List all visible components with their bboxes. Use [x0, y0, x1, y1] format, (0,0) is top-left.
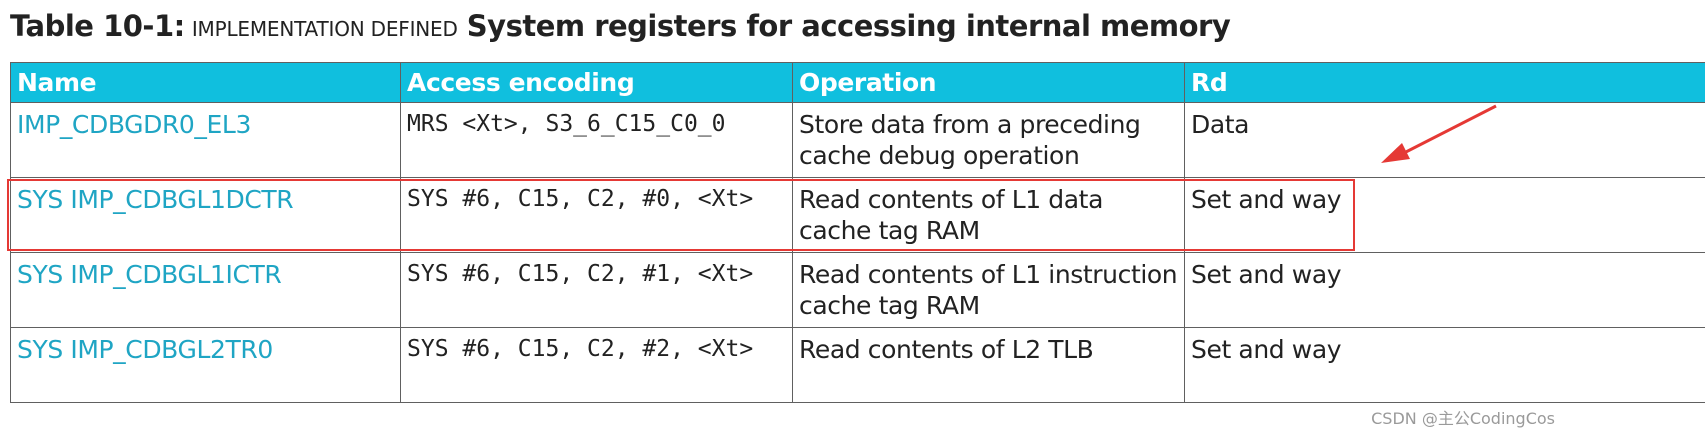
table-header-row: Name Access encoding Operation Rd: [10, 62, 1705, 103]
register-name-link[interactable]: SYS IMP_CDBGL1DCTR: [10, 177, 401, 253]
table-row: IMP_CDBGDR0_EL3 MRS <Xt>, S3_6_C15_C0_0 …: [10, 102, 1705, 178]
register-name-link[interactable]: SYS IMP_CDBGL2TR0: [10, 327, 401, 403]
operation-cell: Read contents of L1 instruction cache ta…: [792, 252, 1185, 328]
table-row: SYS IMP_CDBGL1DCTR SYS #6, C15, C2, #0, …: [10, 177, 1705, 253]
table-row: SYS IMP_CDBGL2TR0 SYS #6, C15, C2, #2, <…: [10, 327, 1705, 403]
access-encoding-cell: SYS #6, C15, C2, #2, <Xt>: [400, 327, 793, 403]
table-row: SYS IMP_CDBGL1ICTR SYS #6, C15, C2, #1, …: [10, 252, 1705, 328]
access-encoding-cell: SYS #6, C15, C2, #0, <Xt>: [400, 177, 793, 253]
rd-cell: Set and way: [1184, 252, 1705, 328]
caption-small-caps: IMPLEMENTATION DEFINED: [191, 17, 458, 41]
register-name-link[interactable]: IMP_CDBGDR0_EL3: [10, 102, 401, 178]
access-encoding-cell: MRS <Xt>, S3_6_C15_C0_0: [400, 102, 793, 178]
operation-cell: Store data from a preceding cache debug …: [792, 102, 1185, 178]
caption-title: System registers for accessing internal …: [466, 9, 1231, 43]
column-header-rd: Rd: [1184, 62, 1705, 103]
operation-cell: Read contents of L2 TLB: [792, 327, 1185, 403]
registers-table: Name Access encoding Operation Rd IMP_CD…: [10, 62, 1705, 403]
operation-cell: Read contents of L1 data cache tag RAM: [792, 177, 1185, 253]
rd-cell: Set and way: [1184, 327, 1705, 403]
table-caption: Table 10-1: IMPLEMENTATION DEFINED Syste…: [10, 6, 1231, 46]
column-header-name: Name: [10, 62, 401, 103]
rd-cell: Data: [1184, 102, 1705, 178]
column-header-access-encoding: Access encoding: [400, 62, 793, 103]
register-name-link[interactable]: SYS IMP_CDBGL1ICTR: [10, 252, 401, 328]
caption-prefix: Table 10-1:: [10, 9, 185, 43]
column-header-operation: Operation: [792, 62, 1185, 103]
rd-cell: Set and way: [1184, 177, 1705, 253]
watermark: CSDN @主公CodingCos: [1371, 409, 1555, 428]
access-encoding-cell: SYS #6, C15, C2, #1, <Xt>: [400, 252, 793, 328]
